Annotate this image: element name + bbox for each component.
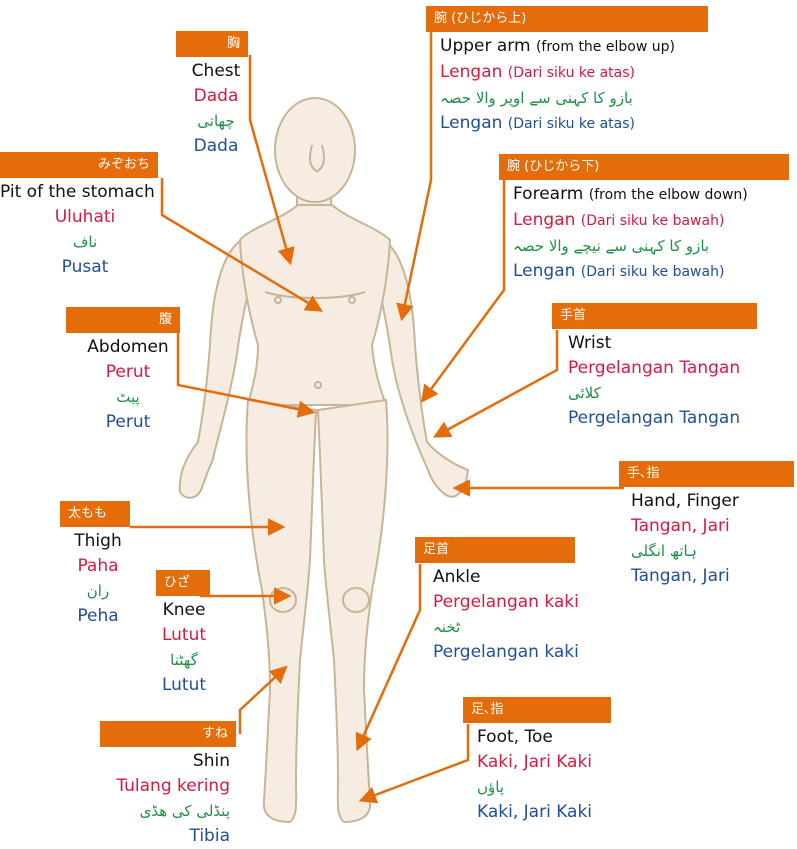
label-wrist: 手首 Wrist Pergelangan Tangan کلائی Pergel… xyxy=(552,303,782,431)
right-arm xyxy=(180,238,252,498)
shin-en: Shin xyxy=(100,749,244,774)
abdomen-tl: Perut xyxy=(66,410,190,435)
tag-knee: ひざ xyxy=(156,570,210,596)
hand-tl: Tangan, Jari xyxy=(619,564,797,589)
thigh-id: Paha xyxy=(60,554,136,579)
chest-tl: Dada xyxy=(176,134,256,159)
upper-arm-tl-note: (Dari siku ke atas) xyxy=(508,116,635,132)
tag-abdomen: 腹 xyxy=(66,307,180,333)
chest-ur: چھاتی xyxy=(176,109,256,134)
forearm-en: Forearm xyxy=(513,184,583,204)
forearm-id-note: (Dari siku ke bawah) xyxy=(581,213,725,229)
wrist-id: Pergelangan Tangan xyxy=(552,356,782,381)
pointer-forearm xyxy=(423,167,504,400)
label-pit: みぞおち Pit of the stomach Uluhati ناف Pusa… xyxy=(0,152,170,280)
thigh-tl: Peha xyxy=(60,604,136,629)
thigh-ur: ران xyxy=(60,579,136,604)
upper-arm-en-row: Upper arm (from the elbow up) xyxy=(426,34,716,60)
forearm-tl-note: (Dari siku ke bawah) xyxy=(581,264,725,280)
pointer-foot xyxy=(362,724,468,800)
foot-tl: Kaki, Jari Kaki xyxy=(463,800,613,825)
knee-ur: گھٹنا xyxy=(156,648,212,673)
upper-arm-tl-row: Lengan (Dari siku ke atas) xyxy=(426,111,716,137)
label-chest: 胸 Chest Dada چھاتی Dada xyxy=(176,31,256,159)
upper-arm-en-note: (from the elbow up) xyxy=(536,39,675,55)
upper-arm-ur: بازو کا کہنی سے اوپر والا حصہ xyxy=(426,86,716,111)
label-thigh: 太もも Thigh Paha ران Peha xyxy=(60,501,136,629)
label-upper-arm: 腕 (ひじから上) Upper arm (from the elbow up) … xyxy=(426,6,716,137)
label-foot: 足､指 Foot, Toe Kaki, Jari Kaki پاؤں Kaki,… xyxy=(463,697,613,825)
tag-shin: すね xyxy=(100,721,236,747)
foot-id: Kaki, Jari Kaki xyxy=(463,750,613,775)
shin-ur: پنڈلی کی ھڈی xyxy=(100,799,244,824)
chest-en: Chest xyxy=(176,59,256,84)
pit-ur: ناف xyxy=(0,230,170,255)
label-forearm: 腕 (ひじから下) Forearm (from the elbow down) … xyxy=(499,154,797,285)
tag-hand: 手､指 xyxy=(619,461,794,487)
label-ankle: 足首 Ankle Pergelangan kaki ٹخنہ Pergelang… xyxy=(415,537,605,665)
tag-ankle: 足首 xyxy=(415,537,575,563)
shin-id: Tulang kering xyxy=(100,774,244,799)
head xyxy=(275,98,355,202)
abdomen-en: Abdomen xyxy=(66,335,190,360)
upper-arm-id: Lengan xyxy=(440,62,502,82)
ankle-id: Pergelangan kaki xyxy=(415,590,605,615)
hand-ur: ہاتھ انگلی xyxy=(619,539,797,564)
forearm-tl-row: Lengan (Dari siku ke bawah) xyxy=(499,259,797,285)
label-hand: 手､指 Hand, Finger Tangan, Jari ہاتھ انگلی… xyxy=(619,461,797,589)
forearm-en-row: Forearm (from the elbow down) xyxy=(499,182,797,208)
wrist-tl: Pergelangan Tangan xyxy=(552,406,782,431)
ankle-tl: Pergelangan kaki xyxy=(415,640,605,665)
ankle-ur: ٹخنہ xyxy=(415,615,605,640)
knee-id: Lutut xyxy=(156,623,212,648)
tag-wrist: 手首 xyxy=(552,303,757,329)
upper-arm-id-row: Lengan (Dari siku ke atas) xyxy=(426,60,716,86)
tag-pit: みぞおち xyxy=(0,152,158,178)
upper-arm-tl: Lengan xyxy=(440,113,502,133)
tag-forearm: 腕 (ひじから下) xyxy=(499,154,789,180)
pit-id: Uluhati xyxy=(0,205,170,230)
wrist-en: Wrist xyxy=(552,331,782,356)
navel xyxy=(315,382,321,388)
tag-chest: 胸 xyxy=(176,31,248,57)
upper-arm-id-note: (Dari siku ke atas) xyxy=(508,65,635,81)
abdomen-ur: پیٹ xyxy=(66,385,190,410)
thigh-en: Thigh xyxy=(60,529,136,554)
chest-id: Dada xyxy=(176,84,256,109)
forearm-id-row: Lengan (Dari siku ke bawah) xyxy=(499,208,797,234)
left-arm xyxy=(376,238,468,497)
left-nipple xyxy=(349,297,355,303)
pit-en: Pit of the stomach xyxy=(0,180,170,205)
shin-tl: Tibia xyxy=(100,824,244,849)
tag-thigh: 太もも xyxy=(60,501,130,527)
pit-tl: Pusat xyxy=(0,255,170,280)
abdomen-id: Perut xyxy=(66,360,190,385)
right-kneecap xyxy=(270,588,296,612)
forearm-ur: بازو کا کہنی سے نیچے والا حصہ xyxy=(499,234,797,259)
label-abdomen: 腹 Abdomen Perut پیٹ Perut xyxy=(66,307,190,435)
forearm-id: Lengan xyxy=(513,210,575,230)
knee-en: Knee xyxy=(156,598,212,623)
tag-upper-arm: 腕 (ひじから上) xyxy=(426,6,708,32)
hand-id: Tangan, Jari xyxy=(619,514,797,539)
pointer-wrist xyxy=(436,330,557,436)
wrist-ur: کلائی xyxy=(552,381,782,406)
label-shin: すね Shin Tulang kering پنڈلی کی ھڈی Tibia xyxy=(100,721,244,849)
foot-ur: پاؤں xyxy=(463,775,613,800)
left-kneecap xyxy=(343,588,369,612)
label-knee: ひざ Knee Lutut گھٹنا Lutut xyxy=(156,570,212,698)
knee-tl: Lutut xyxy=(156,673,212,698)
hand-en: Hand, Finger xyxy=(619,489,797,514)
torso xyxy=(240,205,390,405)
foot-en: Foot, Toe xyxy=(463,725,613,750)
ankle-en: Ankle xyxy=(415,565,605,590)
tag-foot: 足､指 xyxy=(463,697,611,723)
right-nipple xyxy=(275,297,281,303)
forearm-en-note: (from the elbow down) xyxy=(589,187,748,203)
upper-arm-en: Upper arm xyxy=(440,36,531,56)
forearm-tl: Lengan xyxy=(513,261,575,281)
